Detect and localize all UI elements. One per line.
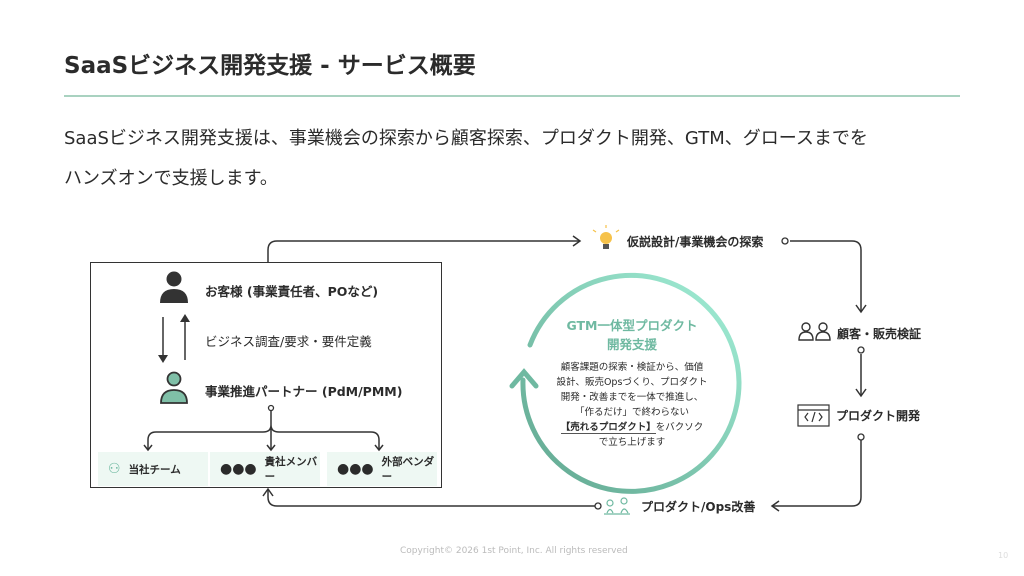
lightbulb-icon xyxy=(592,225,620,249)
relation-label: ビジネス調査/要求・要件定義 xyxy=(205,334,372,349)
flow-line-right-1 xyxy=(790,240,862,312)
team-outline-icon: ⚇ xyxy=(108,461,121,477)
connector-dot xyxy=(267,404,275,412)
team-filled-icon: ●●● xyxy=(220,461,257,477)
cycle-text: 開発・改善までを一体で推進し、 xyxy=(560,392,704,403)
branch-lines xyxy=(147,410,380,450)
step-product-dev: プロダクト開発 xyxy=(836,409,921,423)
cycle-text: 顧客課題の探索・検証から、価値 xyxy=(560,362,704,373)
cycle-text: 「作るだけ」で終わらない xyxy=(574,407,689,418)
partner-label: 事業推進パートナー (PdM/PMM) xyxy=(205,384,403,399)
connector-dot xyxy=(594,502,602,510)
customer-label: お客様 (事業責任者、POなど) xyxy=(205,284,379,299)
cycle-text: で立ち上げます xyxy=(598,437,666,448)
team-label: 貴社メンバー xyxy=(264,456,318,483)
cycle-arc xyxy=(520,272,742,494)
cycle-title: GTM一体型プロダクト 開発支援 xyxy=(552,316,712,354)
lead-text-line2: ハンズオンで支援します。 xyxy=(64,168,278,189)
team-vendor: ●●● 外部ベンダー xyxy=(327,452,437,486)
cycle-description: 顧客課題の探索・検証から、価値 設計、販売Opsづくり、プロダクト 開発・改善ま… xyxy=(552,360,712,450)
code-window-icon xyxy=(797,404,830,427)
cycle-title-line2: 開発支援 xyxy=(606,337,657,352)
arrow-head xyxy=(572,235,582,247)
arrow-head xyxy=(180,314,190,322)
team-work-icon xyxy=(604,497,630,515)
page-number: 10 xyxy=(998,551,1009,560)
partner-person-icon xyxy=(160,371,188,404)
cycle-text: をバクソク xyxy=(655,422,704,433)
page-title: SaaSビジネス開発支援 - サービス概要 xyxy=(64,53,476,79)
flow-line-bottom xyxy=(267,490,596,507)
arrow-head xyxy=(855,388,867,398)
connector-dot xyxy=(781,237,789,245)
arrow-head xyxy=(855,304,867,314)
flow-line-top xyxy=(267,240,580,262)
title-divider xyxy=(64,95,960,97)
cycle-text: 設計、販売Opsづくり、プロダクト xyxy=(556,377,708,388)
users-icon xyxy=(798,322,831,341)
arrow-head xyxy=(770,500,780,512)
arrow-head xyxy=(262,487,274,497)
customer-person-icon xyxy=(160,271,188,303)
team-client: ●●● 貴社メンバー xyxy=(210,452,320,486)
cycle-arrow-head xyxy=(509,368,539,389)
connector-dot xyxy=(857,346,865,354)
team-label: 外部ベンダー xyxy=(381,456,435,483)
step-hypothesis: 仮説設計/事業機会の探索 xyxy=(627,235,764,249)
flow-line-right-3 xyxy=(772,440,862,507)
step-customer-validation: 顧客・販売検証 xyxy=(837,327,922,341)
team-filled-icon: ●●● xyxy=(337,461,374,477)
connector-dot xyxy=(857,433,865,441)
arrow-head xyxy=(158,355,168,363)
cycle-highlight-line: 【売れるプロダクト】をバクソク xyxy=(552,420,712,435)
lead-text-line1: SaaSビジネス開発支援は、事業機会の探索から顧客探索、プロダクト開発、GTM、… xyxy=(64,128,868,149)
cycle-title-line1: GTM一体型プロダクト xyxy=(566,318,698,333)
step-ops-improvement: プロダクト/Ops改善 xyxy=(641,500,756,514)
team-label: 当社チーム xyxy=(128,463,181,476)
cycle-highlight: 【売れるプロダクト】 xyxy=(560,422,656,434)
copyright: Copyright© 2026 1st Point, Inc. All righ… xyxy=(400,546,628,556)
team-own: ⚇ 当社チーム xyxy=(98,452,208,486)
branch-arrow-heads xyxy=(143,444,384,452)
